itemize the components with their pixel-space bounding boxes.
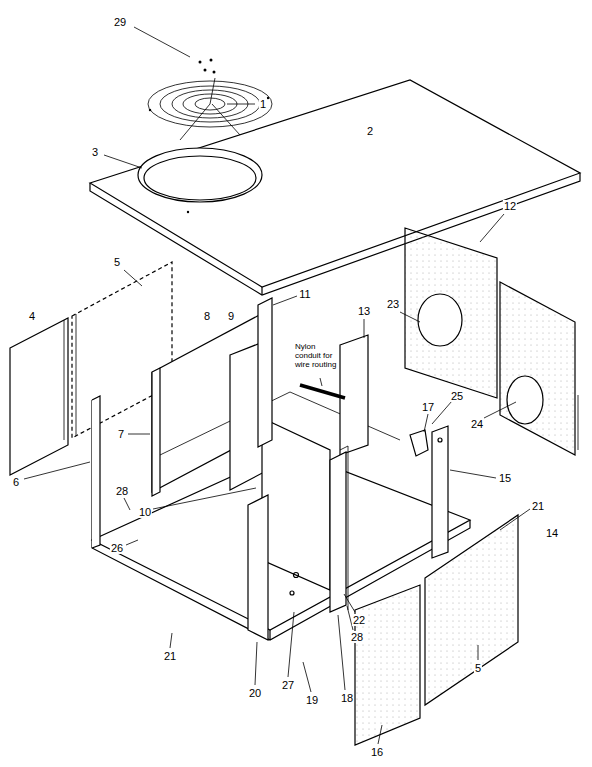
callout-number: 19 (305, 694, 319, 706)
callout-number: 5 (113, 256, 121, 268)
callout-number: 9 (227, 310, 235, 322)
callout-number: 10 (138, 506, 152, 518)
callout-number: 15 (498, 472, 512, 484)
callout-number: 3 (91, 146, 99, 158)
callout-number: 29 (113, 16, 127, 28)
callout-number: 18 (340, 692, 354, 704)
callout-number: 11 (298, 288, 311, 300)
callout-number: 17 (421, 401, 435, 413)
callout-number: 28 (115, 485, 129, 497)
callout-number: 14 (545, 527, 559, 539)
callout-number: 24 (470, 418, 484, 430)
callout-number: 4 (28, 310, 36, 322)
callout-number: 21 (531, 500, 545, 512)
callout-number: 2 (366, 125, 374, 137)
callout-number: 5 (474, 662, 482, 674)
callout-number: 12 (503, 200, 517, 212)
callout-number: 7 (117, 428, 125, 440)
callout-number: 6 (12, 476, 20, 488)
callout-number: 22 (352, 614, 366, 626)
callout-number: 27 (281, 679, 295, 691)
callout-number: 1 (259, 98, 267, 110)
callout-number: 28 (350, 631, 364, 643)
note-text: Nylon conduit for wire routing (294, 343, 342, 369)
callout-number: 21 (163, 650, 177, 662)
callout-number: 26 (110, 542, 124, 554)
callout-number: 16 (370, 746, 384, 758)
callout-number: 20 (248, 687, 262, 699)
callout-number: 23 (386, 298, 400, 310)
callout-number: 13 (357, 305, 371, 317)
callout-number: 8 (203, 310, 211, 322)
callout-number: 25 (450, 390, 464, 402)
